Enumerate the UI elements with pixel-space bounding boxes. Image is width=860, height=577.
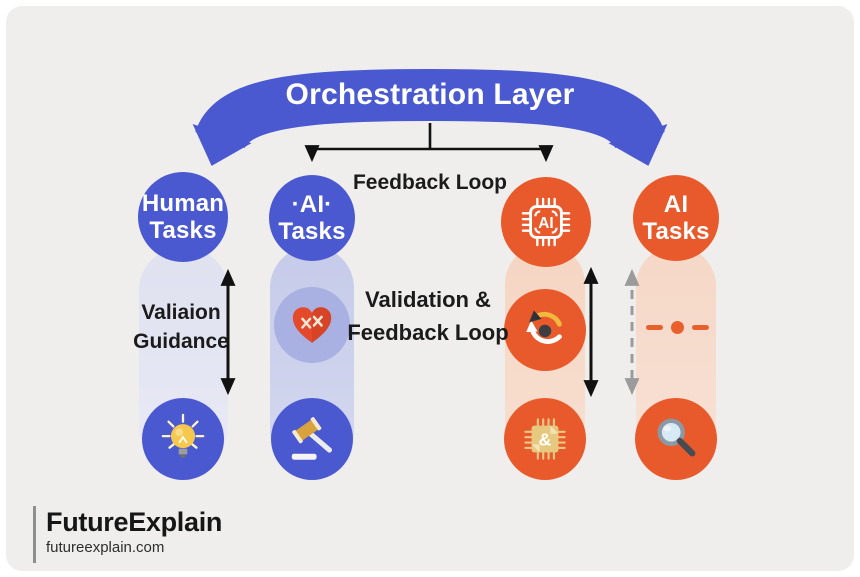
lightbulb-node bbox=[142, 398, 224, 480]
ai-chip-label: AI bbox=[538, 215, 553, 232]
magnifier-icon bbox=[657, 418, 696, 457]
human-tasks-node: Human Tasks bbox=[138, 172, 228, 262]
ai-tasks-blue-line1: ·AI· bbox=[291, 191, 333, 218]
validation-guidance-line2: Guidance bbox=[133, 330, 229, 353]
human-tasks-line1: Human bbox=[141, 190, 225, 217]
validation-feedback-line1: Validation & bbox=[365, 287, 491, 312]
footer-brand-block: FutureExplain futureexplain.com bbox=[33, 506, 222, 563]
gavel-icon bbox=[291, 417, 333, 460]
document-chip-icon: & bbox=[524, 418, 566, 460]
document-chip-node: & bbox=[504, 398, 586, 480]
dash-left bbox=[646, 324, 663, 330]
validation-guidance-label: Valiaion Guidance bbox=[115, 298, 247, 356]
document-chip-label: & bbox=[539, 430, 552, 450]
ai-tasks-orange-node: AI Tasks bbox=[633, 175, 719, 261]
ai-tasks-orange-line2: Tasks bbox=[642, 218, 710, 245]
brand-name: FutureExplain bbox=[46, 507, 223, 537]
human-tasks-line2: Tasks bbox=[149, 217, 217, 244]
dot-center bbox=[671, 320, 684, 334]
heart-pulse-icon bbox=[292, 306, 332, 343]
feedback-loop-label: Feedback Loop bbox=[352, 171, 508, 194]
ai-chip-icon: AI bbox=[521, 197, 571, 247]
footer-divider-bar bbox=[33, 506, 36, 563]
validation-guidance-line1: Valiaion bbox=[141, 301, 221, 324]
refresh-node bbox=[504, 289, 586, 371]
brand-url: futureexplain.com bbox=[46, 539, 165, 556]
ai-chip-node: AI bbox=[501, 177, 591, 267]
ai-tasks-blue-line2: Tasks bbox=[278, 218, 346, 245]
validation-feedback-label: Validation & Feedback Loop bbox=[330, 283, 526, 349]
ai-tasks-blue-node: ·AI· Tasks bbox=[269, 175, 355, 261]
dash-dot-indicator bbox=[646, 320, 710, 334]
validation-feedback-line2: Feedback Loop bbox=[347, 320, 509, 345]
dash-right bbox=[692, 324, 709, 330]
ai-tasks-orange-line1: AI bbox=[663, 191, 689, 218]
heart-node bbox=[274, 287, 350, 363]
lightbulb-icon bbox=[161, 413, 205, 458]
gavel-node bbox=[271, 398, 353, 480]
refresh-loop-icon bbox=[526, 310, 562, 344]
banner-title: Orchestration Layer bbox=[285, 78, 575, 111]
magnifier-node bbox=[635, 398, 717, 480]
